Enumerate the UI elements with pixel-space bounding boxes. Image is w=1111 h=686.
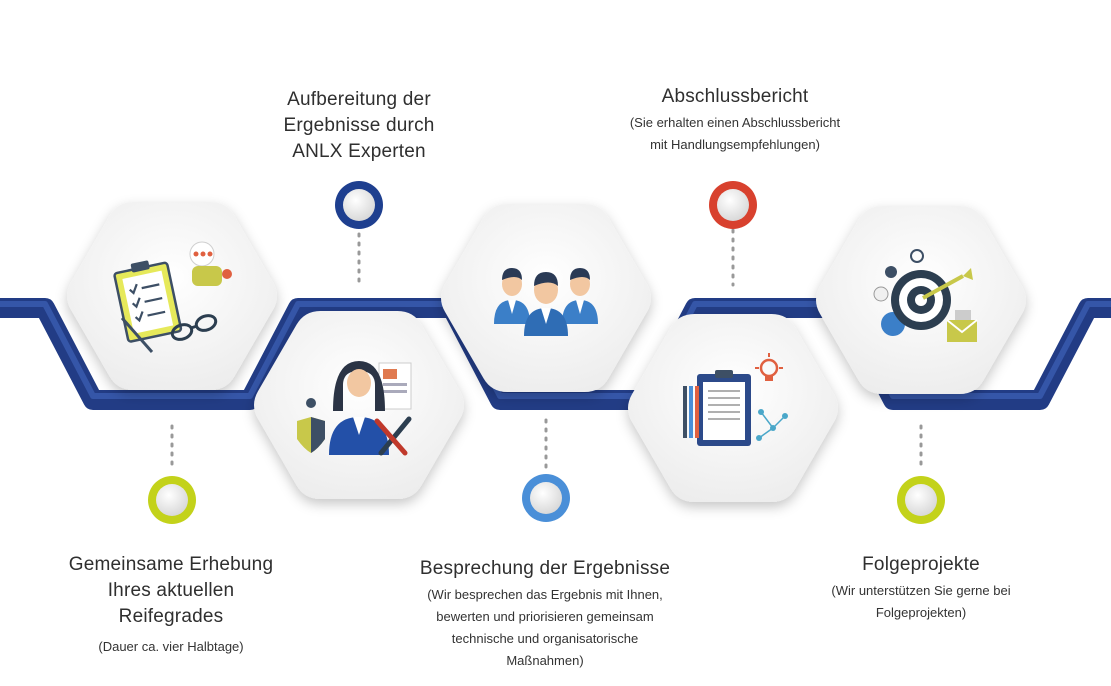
step-5-icon-target: [873, 249, 978, 342]
step-dot-center-5: [905, 484, 937, 516]
step-dot-2: [335, 181, 383, 229]
step-dot-1: [148, 476, 196, 524]
step-dot-5: [897, 476, 945, 524]
clipboard-lightbulb-icon: [683, 353, 788, 446]
step-2-icon-agent: [297, 361, 412, 456]
step-3-label: Besprechung der Ergebnisse (Wir besprech…: [380, 556, 710, 672]
step-dot-center-1: [156, 484, 188, 516]
step-5-title: Folgeprojekte: [862, 554, 980, 575]
step-4-subtitle: (Sie erhalten einen Abschlussbericht mit…: [629, 115, 841, 152]
step-3-title: Besprechung der Ergebnisse: [419, 558, 671, 579]
checklist-clipboard-glasses-icon: [113, 241, 232, 353]
step-dot-4: [709, 181, 757, 229]
support-agent-tools-icon: [297, 361, 412, 456]
step-2-title: Aufbereitung der Ergebnisse durch ANLX E…: [283, 89, 435, 162]
step-1-label: Gemeinsame Erhebung Ihres aktuellen Reif…: [40, 552, 302, 658]
step-dot-center-4: [717, 189, 749, 221]
connectors: [170, 228, 923, 472]
step-4-label: Abschlussbericht (Sie erhalten einen Abs…: [590, 84, 880, 156]
hexagon-step-2: [254, 311, 464, 499]
step-dot-3: [522, 474, 570, 522]
step-5-label: Folgeprojekte (Wir unterstützen Sie gern…: [790, 552, 1052, 624]
step-1-title: Gemeinsame Erhebung Ihres aktuellen Reif…: [68, 554, 274, 627]
step-3-subtitle: (Wir besprechen das Ergebnis mit Ihnen, …: [427, 587, 663, 668]
zigzag-ribbon: [0, 298, 1111, 410]
target-arrow-icon: [873, 249, 978, 342]
step-1-icon-checklist: [113, 241, 232, 353]
step-4-icon-report: [683, 353, 788, 446]
step-dot-center-3: [530, 482, 562, 514]
step-dots: [148, 181, 945, 524]
step-1-subtitle: (Dauer ca. vier Halbtage): [98, 639, 244, 654]
step-5-subtitle: (Wir unterstützen Sie gerne bei Folgepro…: [831, 583, 1011, 620]
step-3-icon-team: [494, 268, 598, 336]
step-4-title: Abschlussbericht: [661, 86, 809, 107]
step-dot-center-2: [343, 189, 375, 221]
step-2-label: Aufbereitung der Ergebnisse durch ANLX E…: [239, 87, 479, 165]
team-people-icon: [494, 268, 598, 336]
